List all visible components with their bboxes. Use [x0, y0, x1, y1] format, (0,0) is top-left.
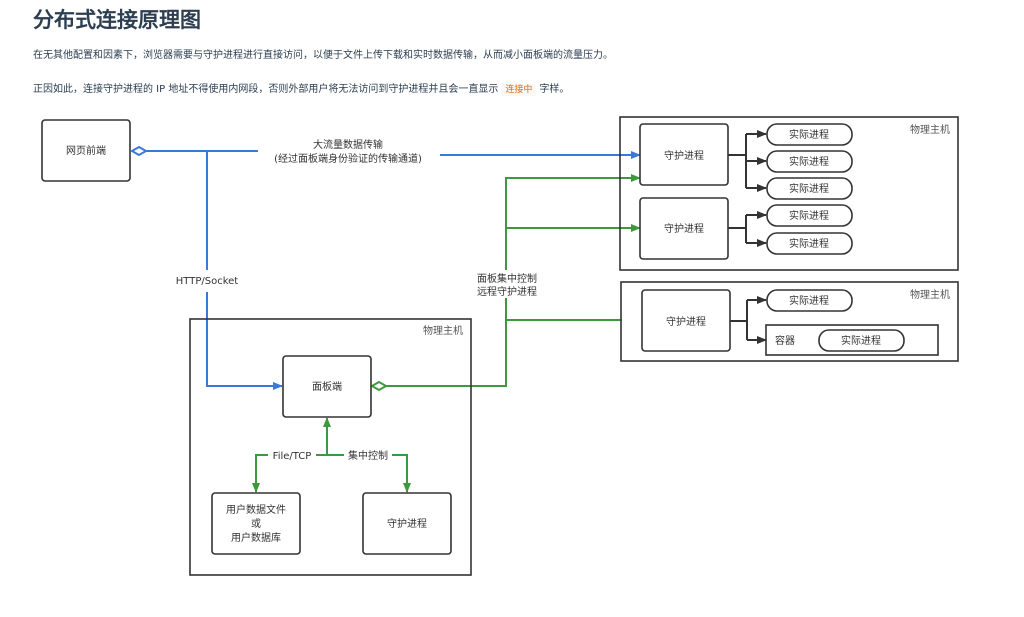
host-label: 物理主机: [910, 288, 950, 301]
process-node: [766, 123, 853, 146]
process-node: [818, 329, 905, 352]
http-link-lower: [206, 292, 283, 390]
process-node: [766, 232, 853, 255]
daemon-label: 守护进程: [387, 517, 427, 530]
file-tcp-label: File/TCP: [273, 451, 312, 462]
panel-control-label-2: 远程守护进程: [477, 285, 537, 298]
daemon-node: [362, 492, 452, 555]
bulk-link-label-2: (经过面板端身份验证的传输通道): [274, 152, 422, 165]
diamond-icon: [129, 145, 149, 157]
host-label: 物理主机: [423, 324, 463, 337]
process-label: 实际进程: [789, 128, 829, 141]
container-node: [765, 324, 939, 356]
daemon-label: 守护进程: [666, 315, 706, 328]
warning-paragraph: 正因如此，连接守护进程的 IP 地址不得使用内网段，否则外部用户将无法访问到守护…: [33, 80, 570, 96]
warning-text-after: 字样。: [539, 84, 570, 95]
process-node: [766, 289, 853, 312]
physical-host-panel: 物理主机 面板端 File/TCP 集中控制 用户数据文件 或 用户数据库 守护…: [189, 318, 472, 576]
process-label: 实际进程: [789, 237, 829, 250]
http-link-label: HTTP/Socket: [176, 276, 239, 287]
green-links: [369, 174, 641, 392]
connecting-badge: 连接中: [501, 84, 537, 96]
user-data-node: [211, 492, 301, 555]
process-node: [766, 177, 853, 200]
user-data-label-2: 或: [251, 518, 261, 530]
warning-text-before: 正因如此，连接守护进程的 IP 地址不得使用内网段，否则外部用户将无法访问到守护…: [33, 84, 499, 95]
panel-control-label-1: 面板集中控制: [477, 272, 537, 285]
process-label: 实际进程: [841, 334, 881, 347]
process-label: 实际进程: [789, 294, 829, 307]
daemon-label: 守护进程: [664, 222, 704, 235]
physical-host-top: 物理主机 守护进程 实际进程 实际进程 实际进程 守护进程 实际进程 实际进程: [619, 116, 959, 271]
page-title: 分布式连接原理图: [33, 8, 201, 32]
process-label: 实际进程: [789, 209, 829, 222]
central-control-label: 集中控制: [348, 449, 388, 462]
process-node: [766, 204, 853, 227]
web-frontend-label: 网页前端: [66, 144, 106, 157]
intro-paragraph: 在无其他配置和因素下，浏览器需要与守护进程进行直接访问，以便于文件上传下载和实时…: [33, 50, 613, 61]
blue-links: [129, 145, 641, 390]
panel-label: 面板端: [312, 380, 342, 393]
daemon-label: 守护进程: [664, 149, 704, 162]
process-node: [766, 150, 853, 173]
process-label: 实际进程: [789, 155, 829, 168]
container-label: 容器: [775, 334, 795, 347]
panel-link-lower: [386, 322, 507, 387]
host-label: 物理主机: [910, 123, 950, 136]
process-label: 实际进程: [789, 182, 829, 195]
diamond-icon: [369, 380, 389, 392]
physical-host-middle: 物理主机 守护进程 实际进程 容器 实际进程: [620, 281, 959, 362]
panel-link-daemon1: [505, 174, 641, 270]
user-data-label-3: 用户数据库: [231, 531, 281, 544]
web-frontend-node: 网页前端: [41, 119, 131, 182]
bulk-link-label-1: 大流量数据传输: [313, 138, 383, 151]
user-data-label-1: 用户数据文件: [226, 503, 286, 516]
